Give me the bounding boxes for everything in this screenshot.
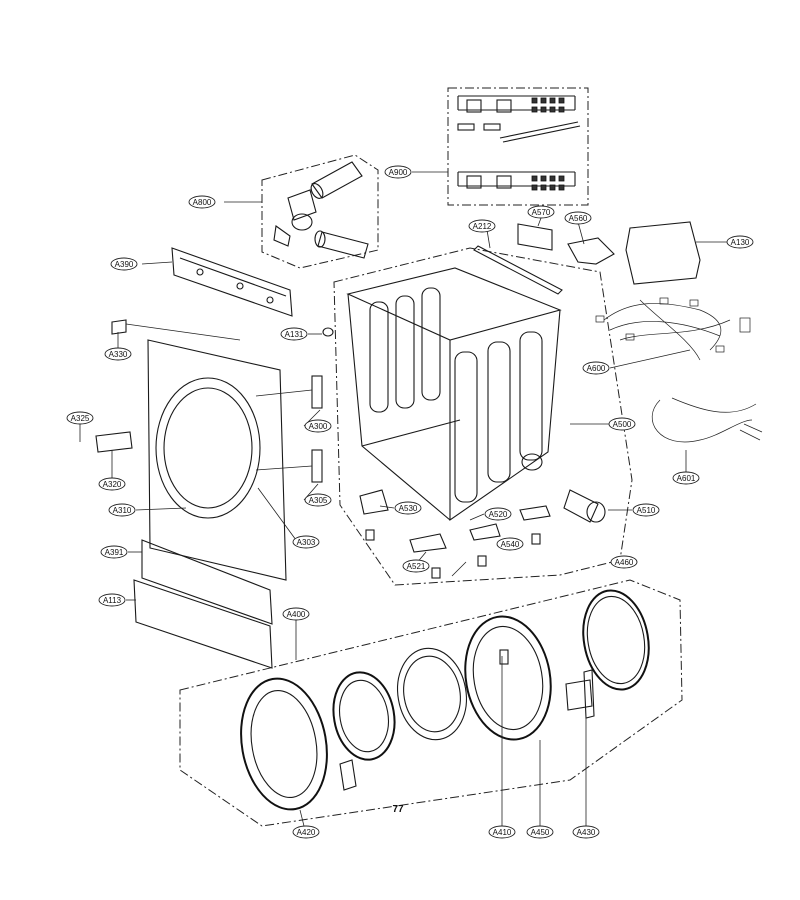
svg-text:A410: A410 xyxy=(493,828,512,837)
control-parts-group xyxy=(517,221,701,285)
hardware-kit-group xyxy=(447,87,589,206)
svg-text:A212: A212 xyxy=(473,222,492,231)
svg-text:A310: A310 xyxy=(113,506,132,515)
part-tag-a320: A320 xyxy=(98,477,126,491)
part-tag-a212: A212 xyxy=(468,219,496,233)
door-assembly-group xyxy=(179,579,683,827)
svg-text:A303: A303 xyxy=(297,538,316,547)
part-tag-a420: A420 xyxy=(292,825,320,839)
part-tag-a330: A330 xyxy=(104,347,132,361)
page-number: 77 xyxy=(392,804,404,815)
svg-text:A900: A900 xyxy=(389,168,408,177)
part-tag-a130: A130 xyxy=(726,235,754,249)
svg-text:A600: A600 xyxy=(587,364,606,373)
part-tag-a391: A391 xyxy=(100,545,128,559)
svg-text:A520: A520 xyxy=(489,510,508,519)
part-tag-a460: A460 xyxy=(610,555,638,569)
front-panel-group xyxy=(95,319,323,581)
part-tag-a540: A540 xyxy=(496,537,524,551)
part-tag-a530: A530 xyxy=(394,501,422,515)
duct-kit-group xyxy=(261,154,379,269)
svg-text:A325: A325 xyxy=(71,414,90,423)
svg-text:A430: A430 xyxy=(577,828,596,837)
svg-text:A560: A560 xyxy=(569,214,588,223)
svg-text:A521: A521 xyxy=(407,562,426,571)
part-tag-a560: A560 xyxy=(564,211,592,225)
cabinet-group xyxy=(322,245,633,586)
part-tag-a305: A305 xyxy=(304,493,332,507)
part-tag-a500: A500 xyxy=(608,417,636,431)
svg-text:A530: A530 xyxy=(399,504,418,513)
part-tag-a113: A113 xyxy=(98,593,126,607)
svg-text:A510: A510 xyxy=(637,506,656,515)
svg-text:A570: A570 xyxy=(532,208,551,217)
power-cord-group xyxy=(651,397,763,443)
svg-text:A113: A113 xyxy=(103,596,122,605)
svg-text:A601: A601 xyxy=(677,474,696,483)
part-tag-a131: A131 xyxy=(280,327,308,341)
svg-text:A390: A390 xyxy=(115,260,134,269)
svg-text:A800: A800 xyxy=(193,198,212,207)
part-tag-a600: A600 xyxy=(582,361,610,375)
rear-bracket-a390 xyxy=(171,247,293,317)
part-tag-a510: A510 xyxy=(632,503,660,517)
part-tag-a800: A800 xyxy=(188,195,216,209)
svg-text:A320: A320 xyxy=(103,480,122,489)
svg-text:A450: A450 xyxy=(531,828,550,837)
svg-text:A400: A400 xyxy=(287,610,306,619)
svg-text:A130: A130 xyxy=(731,238,750,247)
part-tag-a601: A601 xyxy=(672,471,700,485)
part-tag-a325: A325 xyxy=(66,411,94,425)
part-tag-a400: A400 xyxy=(282,607,310,621)
part-tag-a310: A310 xyxy=(108,503,136,517)
part-tag-a900: A900 xyxy=(384,165,412,179)
part-tag-a450: A450 xyxy=(526,825,554,839)
part-tag-a303: A303 xyxy=(292,535,320,549)
part-tag-a410: A410 xyxy=(488,825,516,839)
part-tag-a390: A390 xyxy=(110,257,138,271)
svg-text:A330: A330 xyxy=(109,350,128,359)
wiring-harness-group xyxy=(595,297,751,361)
part-tag-a570: A570 xyxy=(527,205,555,219)
part-tag-a521: A521 xyxy=(402,559,430,573)
svg-text:A305: A305 xyxy=(309,496,328,505)
part-tag-a520: A520 xyxy=(484,507,512,521)
svg-text:A131: A131 xyxy=(285,330,304,339)
svg-text:A391: A391 xyxy=(105,548,124,557)
svg-text:A460: A460 xyxy=(615,558,634,567)
svg-text:A500: A500 xyxy=(613,420,632,429)
svg-text:A540: A540 xyxy=(501,540,520,549)
svg-text:A420: A420 xyxy=(297,828,316,837)
lower-panel-group xyxy=(133,539,273,669)
part-tag-a430: A430 xyxy=(572,825,600,839)
part-tag-a300: A300 xyxy=(304,419,332,433)
svg-text:A300: A300 xyxy=(309,422,328,431)
